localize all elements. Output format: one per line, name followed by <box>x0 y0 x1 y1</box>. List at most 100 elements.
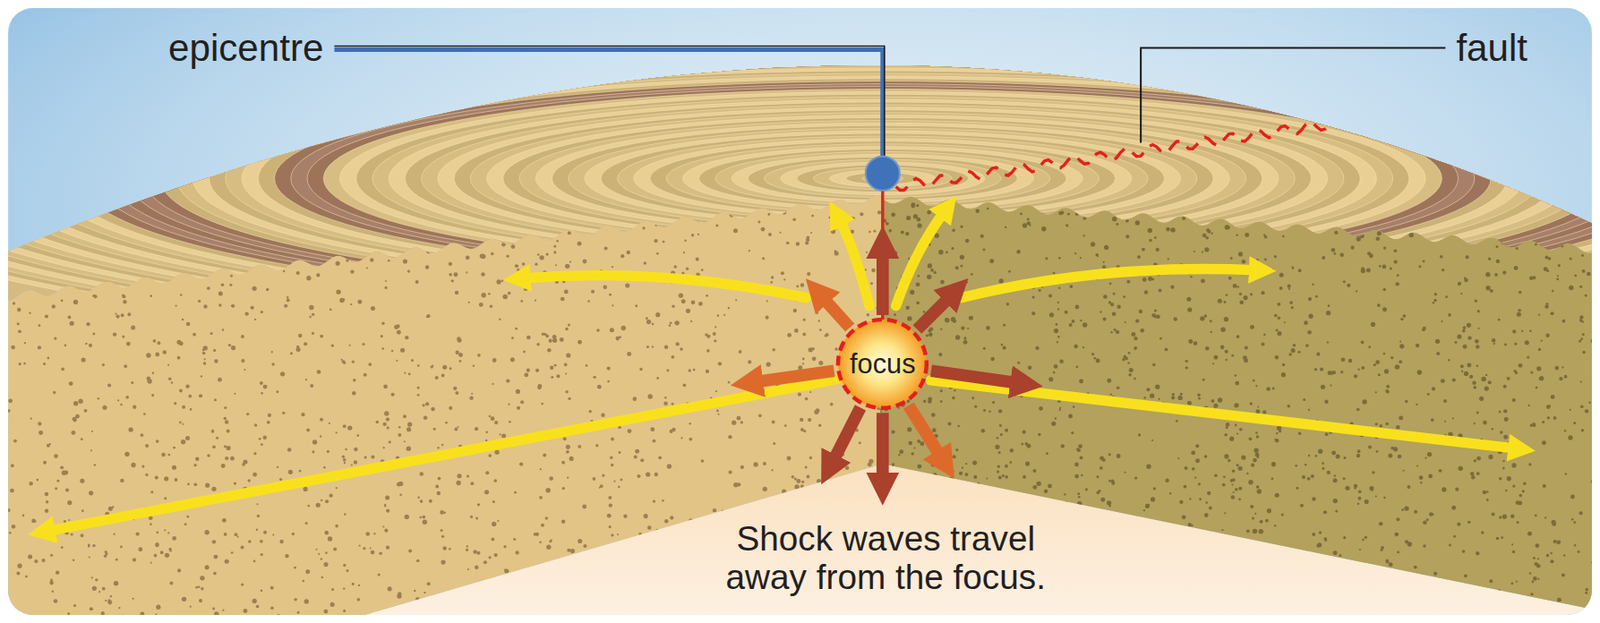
rock-speckle <box>311 313 315 317</box>
rock-speckle <box>870 282 873 285</box>
rock-speckle <box>155 605 161 610</box>
rock-speckle <box>634 449 640 454</box>
rock-speckle <box>1133 348 1136 351</box>
rock-speckle <box>173 402 177 405</box>
rock-speckle <box>103 278 107 282</box>
rock-speckle <box>408 373 411 377</box>
rock-speckle <box>1531 581 1534 584</box>
rock-speckle <box>1289 551 1292 555</box>
rock-speckle <box>73 205 77 209</box>
rock-speckle <box>705 294 709 298</box>
rock-speckle <box>1395 197 1399 201</box>
rock-speckle <box>1232 560 1237 565</box>
rock-speckle <box>685 308 691 314</box>
rock-speckle <box>303 342 308 346</box>
rock-speckle <box>213 359 218 363</box>
rock-speckle <box>97 397 100 400</box>
rock-speckle <box>838 486 842 490</box>
rock-speckle <box>1377 231 1382 236</box>
rock-speckle <box>1112 292 1116 296</box>
rock-speckle <box>362 547 366 550</box>
rock-speckle <box>1532 576 1538 582</box>
rock-speckle <box>535 368 540 373</box>
rock-speckle <box>469 600 474 606</box>
rock-speckle <box>688 437 693 442</box>
rock-speckle <box>319 334 324 339</box>
rock-speckle <box>149 294 153 298</box>
rock-speckle <box>556 607 561 612</box>
rock-speckle <box>1428 474 1433 480</box>
rock-speckle <box>1440 320 1443 323</box>
rock-speckle <box>80 437 84 441</box>
rock-speckle <box>179 341 184 346</box>
rock-speckle <box>1232 283 1238 289</box>
rock-speckle <box>1239 299 1244 305</box>
rock-speckle <box>395 324 400 328</box>
rock-speckle <box>154 476 159 480</box>
rock-speckle <box>1112 311 1117 317</box>
rock-speckle <box>399 493 403 497</box>
rock-speckle <box>770 275 774 279</box>
rock-speckle <box>296 345 300 349</box>
rock-speckle <box>579 591 584 597</box>
rock-speckle <box>260 589 264 592</box>
rock-speckle <box>156 194 161 198</box>
rock-speckle <box>886 222 890 226</box>
rock-speckle <box>254 318 257 321</box>
rock-speckle <box>400 348 405 353</box>
rock-speckle <box>212 539 216 544</box>
rock-speckle <box>504 569 509 574</box>
rock-speckle <box>115 315 120 319</box>
rock-speckle <box>330 602 335 608</box>
rock-speckle <box>456 336 461 341</box>
rock-speckle <box>555 264 557 266</box>
rock-speckle <box>224 217 229 222</box>
rock-speckle <box>442 365 447 370</box>
rock-speckle <box>316 273 320 277</box>
rock-speckle <box>1223 453 1229 459</box>
rock-speckle <box>104 599 107 602</box>
rock-speckle <box>231 304 235 309</box>
rock-speckle <box>1360 366 1365 370</box>
rock-speckle <box>260 392 264 395</box>
rock-speckle <box>618 581 624 587</box>
rock-speckle <box>1274 575 1279 580</box>
rock-speckle <box>259 203 264 207</box>
rock-speckle <box>1433 299 1437 302</box>
rock-speckle <box>595 550 600 556</box>
rock-speckle <box>376 217 378 220</box>
rock-speckle <box>468 227 471 231</box>
rock-speckle <box>150 562 153 565</box>
rock-speckle <box>345 569 349 573</box>
rock-speckle <box>263 530 267 535</box>
rock-speckle <box>634 553 638 557</box>
rock-speckle <box>961 467 964 470</box>
rock-speckle <box>565 444 571 450</box>
rock-speckle <box>667 463 672 469</box>
rock-speckle <box>91 576 94 579</box>
rock-speckle <box>1488 256 1491 260</box>
rock-speckle <box>137 547 143 552</box>
rock-speckle <box>1386 604 1390 608</box>
rock-speckle <box>664 396 668 400</box>
rock-speckle <box>140 433 145 437</box>
rock-speckle <box>128 427 133 432</box>
rock-speckle <box>824 334 828 338</box>
rock-speckle <box>240 334 245 339</box>
rock-speckle <box>1497 601 1502 606</box>
rock-speckle <box>342 609 346 613</box>
rock-speckle <box>441 535 445 539</box>
rock-speckle <box>291 532 295 536</box>
rock-speckle <box>143 412 146 416</box>
rock-speckle <box>609 455 614 460</box>
rock-speckle <box>765 500 770 505</box>
rock-speckle <box>588 410 591 413</box>
rock-speckle <box>1390 356 1394 360</box>
rock-speckle <box>444 225 447 228</box>
rock-speckle <box>1261 342 1266 347</box>
rock-speckle <box>1000 513 1004 517</box>
rock-speckle <box>370 454 375 459</box>
rock-speckle <box>1276 426 1282 431</box>
rock-speckle <box>1536 366 1541 371</box>
rock-speckle <box>829 402 834 407</box>
